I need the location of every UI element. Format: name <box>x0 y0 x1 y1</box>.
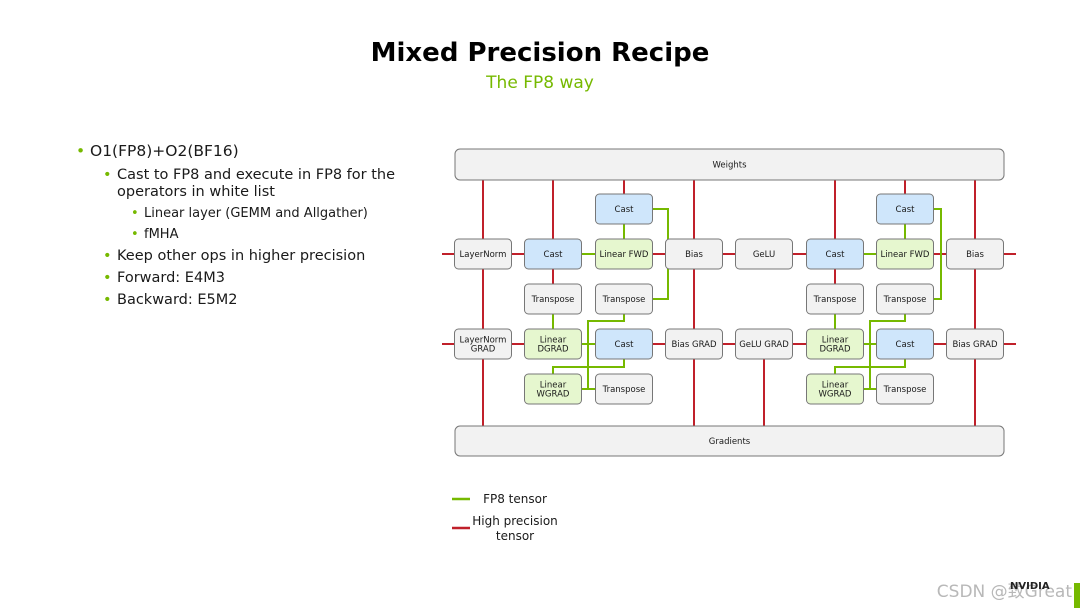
node-tr1 <box>524 283 582 315</box>
node-tr6-label: Transpose <box>883 385 927 395</box>
node-biasgrad1-label: Bias GRAD <box>671 340 716 350</box>
node-tr6 <box>876 373 934 405</box>
node-castA <box>595 193 653 225</box>
node-wgrad2 <box>806 373 864 405</box>
bar-gradients-label: Gradients <box>709 437 751 447</box>
node-castD <box>876 193 934 225</box>
node-linfwd1-label: Linear FWD <box>600 250 649 260</box>
node-biasgrad1 <box>665 328 723 360</box>
bar-weights <box>454 148 1005 181</box>
node-biasgrad2-label: Bias GRAD <box>952 340 997 350</box>
node-tr1-label: Transpose <box>531 295 575 305</box>
node-castF-label: Cast <box>896 340 916 350</box>
node-wgrad1 <box>524 373 582 405</box>
node-castE <box>806 238 864 270</box>
node-tr5 <box>595 373 653 405</box>
node-linfwd2 <box>876 238 934 270</box>
node-tr2-label: Transpose <box>602 295 646 305</box>
node-bias2-label: Bias <box>966 250 984 260</box>
node-tr3-label: Transpose <box>813 295 857 305</box>
bullet-item: O1(FP8)+O2(BF16) <box>76 142 416 161</box>
node-bias1 <box>665 238 723 270</box>
node-ln <box>454 238 512 270</box>
node-bias1-label: Bias <box>685 250 703 260</box>
node-castC <box>595 328 653 360</box>
node-bias2 <box>946 238 1004 270</box>
node-tr3 <box>806 283 864 315</box>
bullet-item: Linear layer (GEMM and Allgather) <box>76 206 416 222</box>
bullet-item: Keep other ops in higher precision <box>76 248 416 266</box>
node-castC-label: Cast <box>615 340 635 350</box>
slide-subtitle: The FP8 way <box>486 73 594 93</box>
watermark: CSDN @致Great <box>936 582 1072 602</box>
node-lngrad <box>454 328 512 360</box>
node-castB <box>524 238 582 270</box>
node-tr4 <box>876 283 934 315</box>
node-castB-label: Cast <box>544 250 564 260</box>
node-gelugrad <box>735 328 793 360</box>
bullet-item: fMHA <box>76 227 416 243</box>
bullet-item: Backward: E5M2 <box>76 292 416 310</box>
node-castF <box>876 328 934 360</box>
bullet-item: Cast to FP8 and execute in FP8 for the o… <box>76 167 416 202</box>
node-castA-label: Cast <box>615 205 635 215</box>
node-dgrad2 <box>806 328 864 360</box>
brand-logo: NVIDIA <box>1010 581 1050 592</box>
legend-label-fp8: FP8 tensor <box>483 492 547 506</box>
node-biasgrad2 <box>946 328 1004 360</box>
slide-title: Mixed Precision Recipe <box>370 38 710 68</box>
node-castD-label: Cast <box>896 205 916 215</box>
bullet-list: O1(FP8)+O2(BF16) Cast to FP8 and execute… <box>76 142 416 315</box>
bar-weights-label: Weights <box>712 161 747 171</box>
node-dgrad1 <box>524 328 582 360</box>
node-gelugrad-label: GeLU GRAD <box>739 340 789 350</box>
bar-gradients <box>454 425 1005 457</box>
node-tr4-label: Transpose <box>883 295 927 305</box>
brand-accent-bar <box>1074 583 1080 608</box>
node-gelu <box>735 238 793 270</box>
node-tr5-label: Transpose <box>602 385 646 395</box>
node-tr2 <box>595 283 653 315</box>
node-castE-label: Cast <box>826 250 846 260</box>
node-ln-label: LayerNorm <box>460 250 507 260</box>
node-linfwd1 <box>595 238 653 270</box>
node-linfwd2-label: Linear FWD <box>881 250 930 260</box>
node-gelu-label: GeLU <box>753 250 775 260</box>
bullet-item: Forward: E4M3 <box>76 270 416 288</box>
